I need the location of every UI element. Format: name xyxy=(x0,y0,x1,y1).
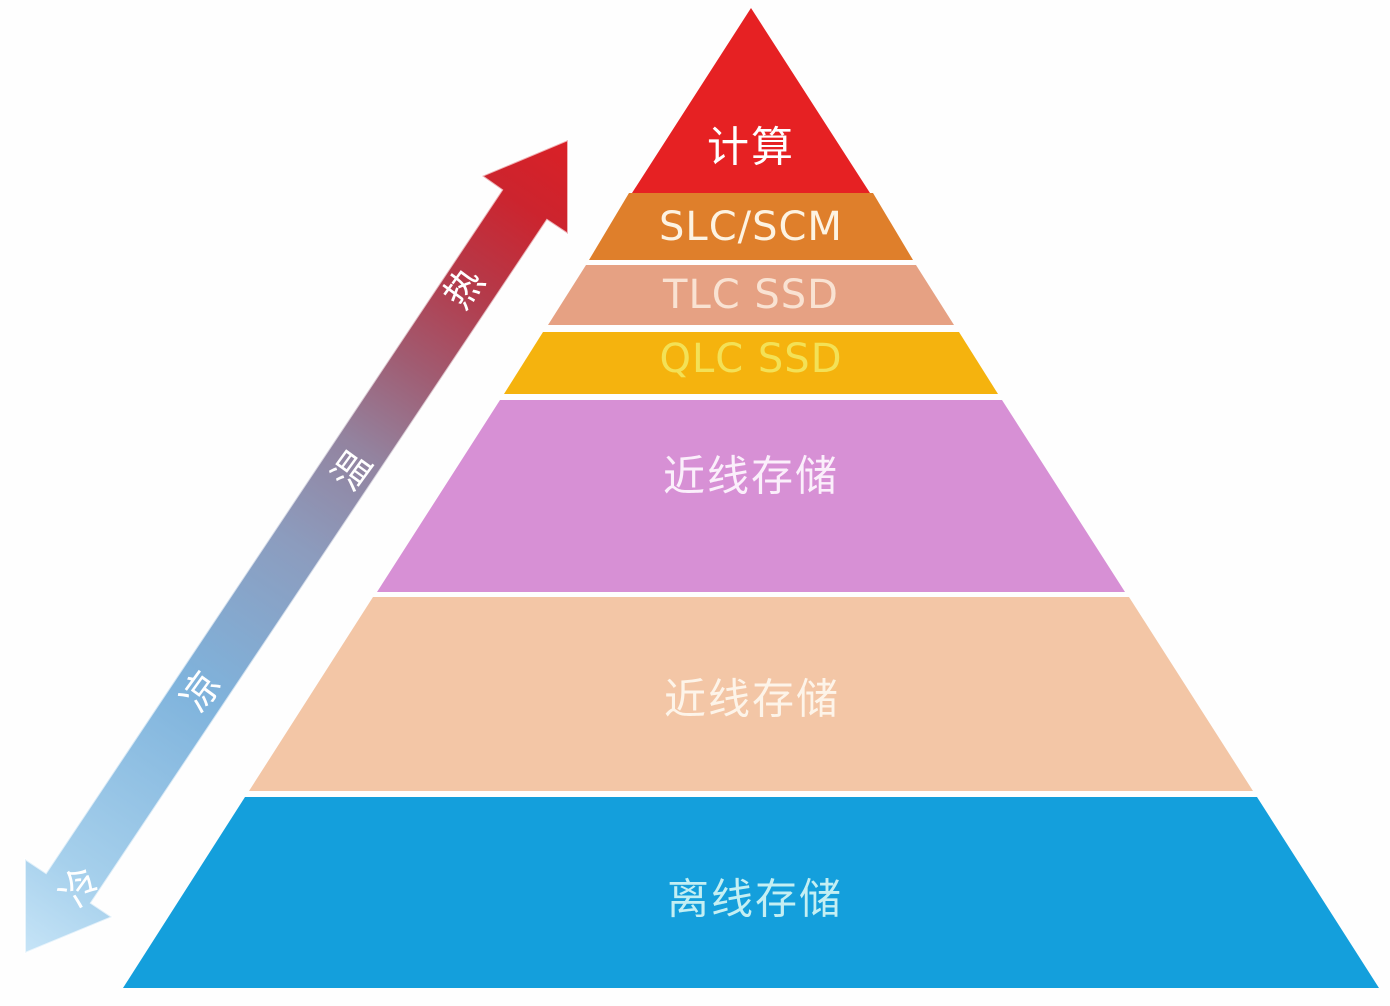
temperature-arrow xyxy=(24,138,569,955)
layer-nearline-1-label: 近线存储 xyxy=(663,452,839,501)
layer-compute xyxy=(632,8,870,193)
layer-nearline-2-label: 近线存储 xyxy=(664,675,840,724)
layer-tlc-ssd xyxy=(548,265,954,325)
layer-slc-scm-label: SLC/SCM xyxy=(659,204,843,250)
layer-offline xyxy=(123,797,1379,988)
layer-nearline-2 xyxy=(249,597,1253,791)
layer-nearline-1 xyxy=(377,400,1125,592)
layer-qlc-ssd xyxy=(504,332,998,394)
layer-slc-scm xyxy=(589,193,913,260)
layer-compute-label: 计算 xyxy=(707,123,795,172)
layer-offline-label: 离线存储 xyxy=(667,875,843,924)
layer-tlc-ssd-label: TLC SSD xyxy=(662,272,839,318)
layer-qlc-ssd-label: QLC SSD xyxy=(660,336,843,382)
